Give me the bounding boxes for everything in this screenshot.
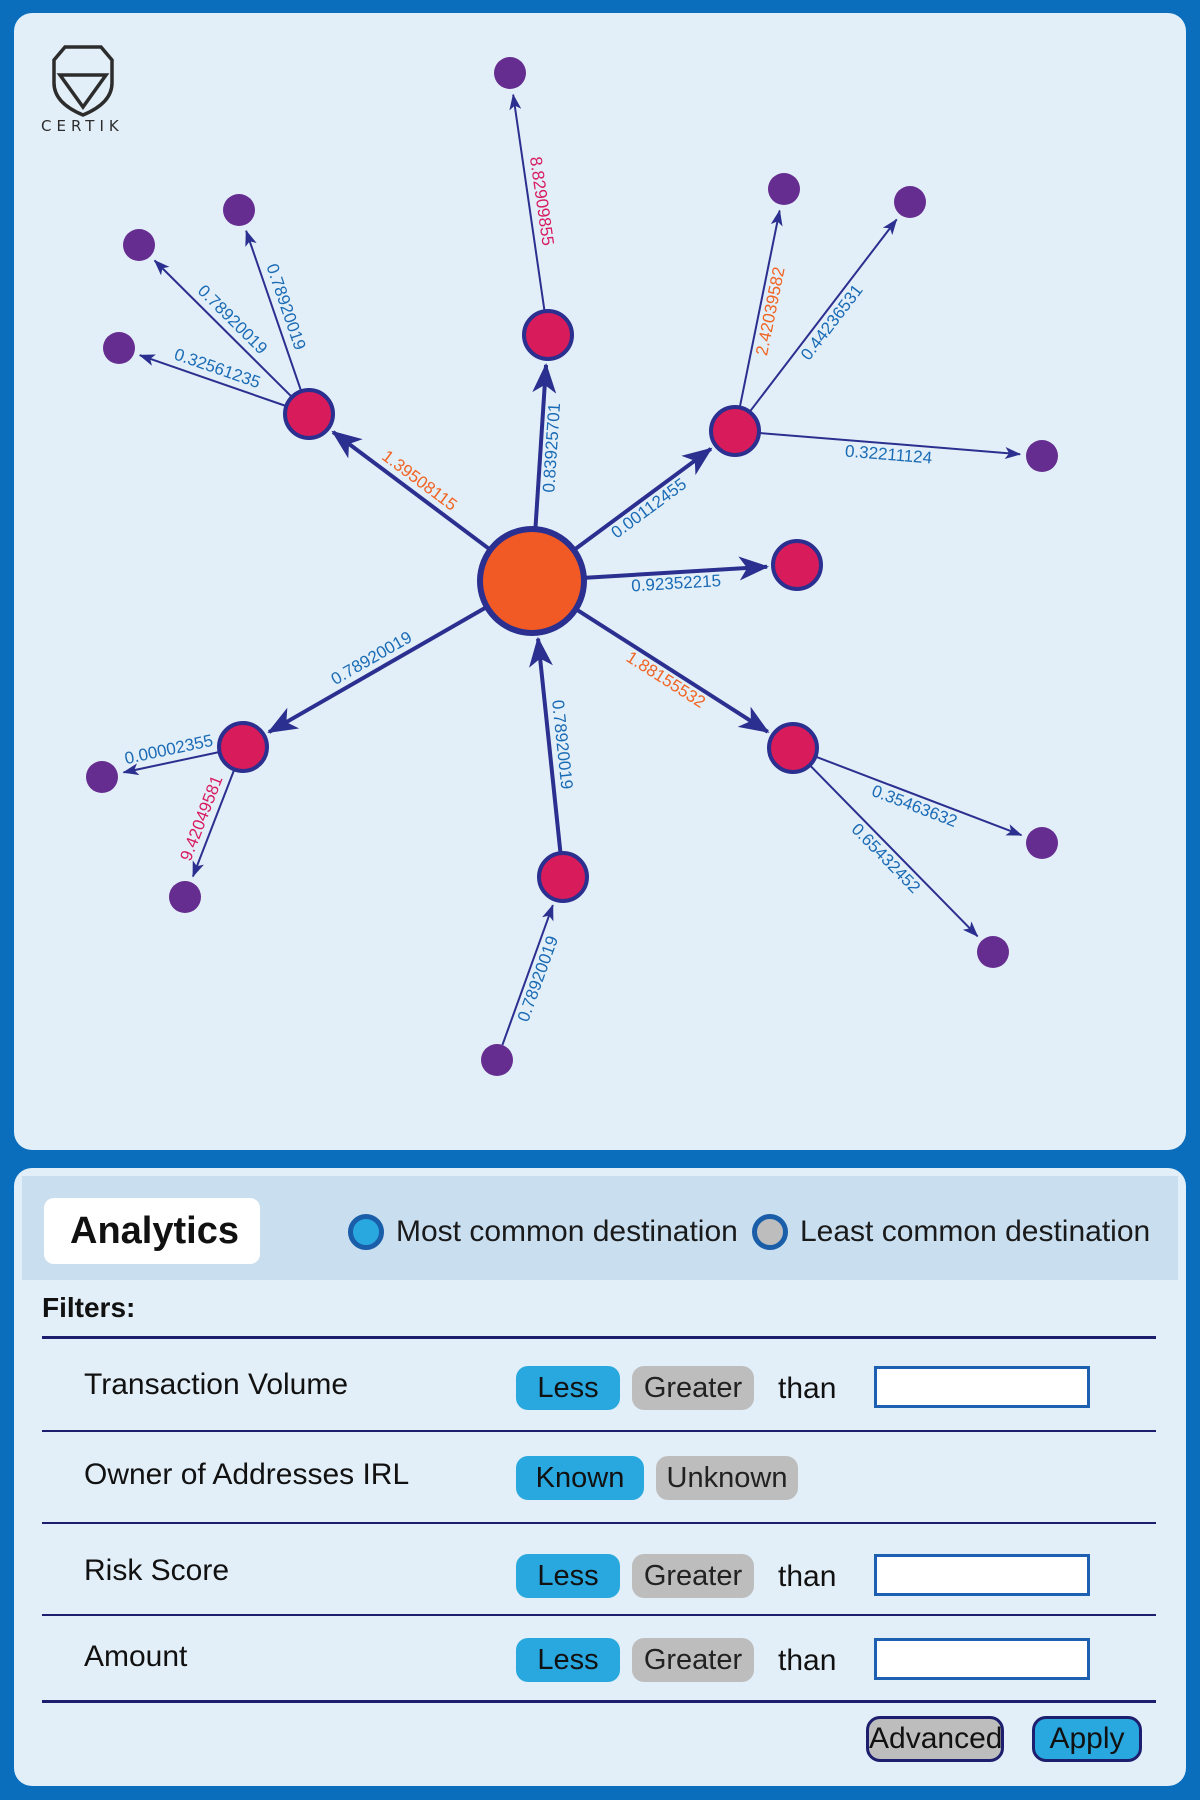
transaction-volume-less-button[interactable]: Less: [516, 1366, 620, 1410]
risk-score-greater-button[interactable]: Greater: [632, 1554, 754, 1598]
edge-label-c-n1: 1.39508115: [378, 446, 460, 514]
divider: [42, 1522, 1156, 1524]
legend-dot-icon: [752, 1214, 788, 1250]
filter-label-owner-of-addresses: Owner of Addresses IRL: [84, 1458, 410, 1491]
owner-unknown-button[interactable]: Unknown: [656, 1456, 798, 1500]
edge-n3-l6: [748, 218, 898, 413]
leaf-address-node-l11[interactable]: [86, 761, 118, 793]
edge-n3-l7: [758, 431, 1022, 459]
leaf-address-node-l2[interactable]: [223, 194, 255, 226]
apply-button[interactable]: Apply: [1032, 1716, 1142, 1762]
edge-n2-l4: [509, 93, 546, 312]
risk-score-less-button[interactable]: Less: [516, 1554, 620, 1598]
edge-c-n3: [572, 447, 713, 552]
edge-label-n1-l3: 0.32561235: [172, 345, 263, 392]
legend-dot-icon: [348, 1214, 384, 1250]
filter-label-transaction-volume: Transaction Volume: [84, 1368, 349, 1401]
edge-l10-n6: [501, 904, 554, 1046]
than-label: than: [778, 1560, 837, 1593]
address-node-n7[interactable]: [217, 721, 269, 773]
advanced-button[interactable]: Advanced: [866, 1716, 1004, 1762]
leaf-address-node-l3[interactable]: [103, 332, 135, 364]
analytics-title: Analytics: [44, 1198, 260, 1264]
amount-input[interactable]: [874, 1638, 1090, 1680]
edge-c-n5: [574, 607, 770, 734]
edge-label-c-n5: 1.88155532: [623, 647, 709, 711]
edge-c-n4: [583, 556, 770, 581]
edge-n7-l12: [192, 769, 236, 878]
owner-known-button[interactable]: Known: [516, 1456, 644, 1500]
edge-label-n1-l1: 0.78920019: [194, 281, 271, 358]
divider: [42, 1336, 1156, 1339]
certik-logo-text: CERTIK: [41, 117, 124, 135]
edge-n1-l3: [138, 354, 287, 408]
leaf-address-node-l5[interactable]: [768, 173, 800, 205]
address-node-n1[interactable]: [283, 388, 335, 440]
divider: [42, 1430, 1156, 1432]
transaction-volume-greater-button[interactable]: Greater: [632, 1366, 754, 1410]
certik-logo: [28, 27, 138, 137]
than-label: than: [778, 1644, 837, 1677]
address-node-n4[interactable]: [771, 539, 823, 591]
analytics-panel: Analytics Most common destination Least …: [14, 1168, 1186, 1786]
edge-n6-c: [529, 636, 563, 854]
filter-label-amount: Amount: [84, 1640, 188, 1673]
divider: [42, 1700, 1156, 1703]
edge-n5-l9: [809, 764, 979, 938]
edge-label-n5-l9: 0.65432452: [848, 820, 924, 897]
address-node-n3[interactable]: [709, 405, 761, 457]
leaf-address-node-l10[interactable]: [481, 1044, 513, 1076]
leaf-address-node-l6[interactable]: [894, 186, 926, 218]
transaction-volume-input[interactable]: [874, 1366, 1090, 1408]
address-node-n5[interactable]: [767, 722, 819, 774]
edge-c-n1: [331, 430, 492, 552]
edge-label-n3-l5: 2.42039582: [752, 265, 788, 357]
edge-n1-l1: [153, 259, 293, 398]
leaf-address-node-l8[interactable]: [1026, 827, 1058, 859]
edge-n5-l8: [815, 755, 1023, 837]
legend-label-most-common: Most common destination: [396, 1215, 738, 1248]
leaf-address-node-l9[interactable]: [977, 936, 1009, 968]
edge-label-c-n3: 0.00112455: [608, 474, 691, 542]
edge-label-c-n4: 0.92352215: [631, 571, 722, 595]
edge-n3-l5: [738, 209, 783, 408]
legend-most-common: Most common destination: [348, 1214, 738, 1250]
leaf-address-node-l12[interactable]: [169, 881, 201, 913]
legend-label-least-common: Least common destination: [800, 1215, 1151, 1248]
than-label: than: [778, 1372, 837, 1405]
edge-label-c-n7: 0.78920019: [328, 628, 415, 689]
divider: [42, 1614, 1156, 1616]
legend-least-common: Least common destination: [752, 1214, 1150, 1250]
amount-less-button[interactable]: Less: [516, 1638, 620, 1682]
leaf-address-node-l4[interactable]: [494, 57, 526, 89]
certik-logo-icon: [52, 45, 114, 117]
edge-label-n2-l4: 8.82909855: [526, 155, 558, 247]
analytics-header: Analytics Most common destination Least …: [22, 1176, 1178, 1280]
edge-label-n7-l12: 9.42049581: [176, 773, 226, 864]
edge-c-n2: [532, 362, 557, 530]
center-address-node-c[interactable]: [477, 526, 587, 636]
edge-n1-l2: [245, 229, 303, 392]
risk-score-input[interactable]: [874, 1554, 1090, 1596]
address-node-n2[interactable]: [522, 309, 574, 361]
edge-label-n1-l2: 0.78920019: [262, 261, 309, 352]
edge-n7-l11: [122, 751, 220, 776]
filter-label-risk-score: Risk Score: [84, 1554, 230, 1587]
filters-heading: Filters:: [42, 1292, 136, 1323]
leaf-address-node-l1[interactable]: [123, 229, 155, 261]
edge-label-n3-l6: 0.44236531: [797, 281, 867, 364]
edge-c-n7: [267, 605, 488, 734]
amount-greater-button[interactable]: Greater: [632, 1638, 754, 1682]
leaf-address-node-l7[interactable]: [1026, 440, 1058, 472]
address-node-n6[interactable]: [537, 851, 589, 903]
